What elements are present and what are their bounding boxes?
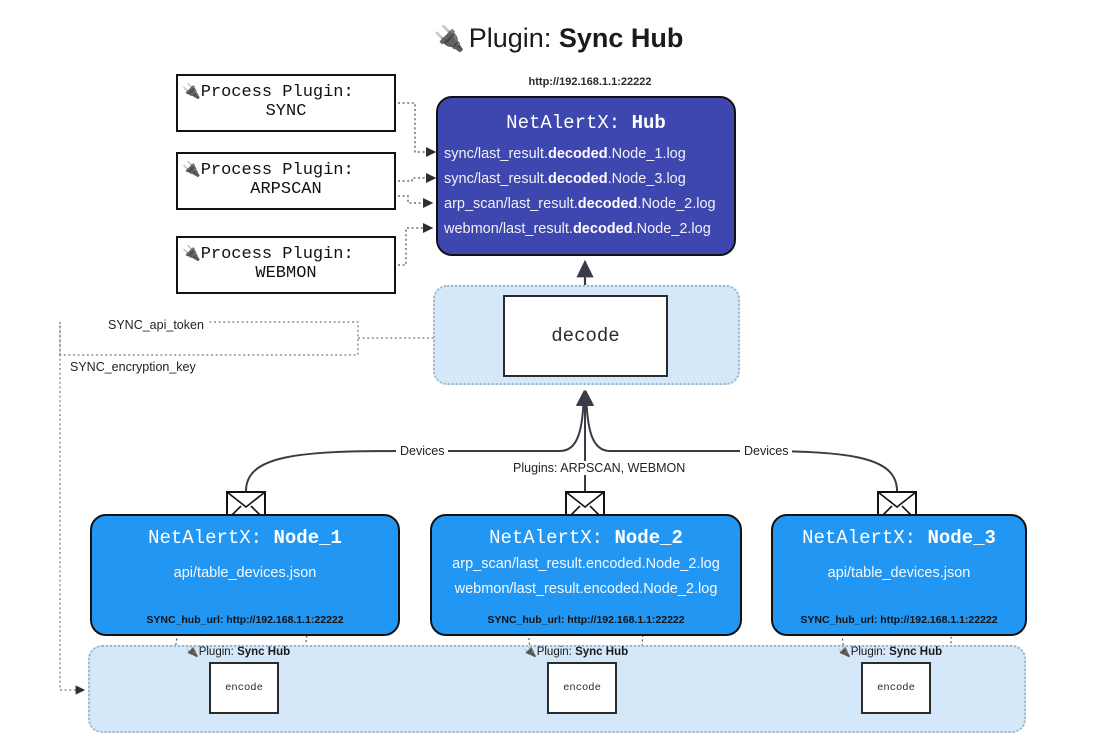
hub-log-line: sync/last_result.decoded.Node_3.log [438, 167, 734, 192]
plug-icon: 🔌 [523, 646, 537, 658]
node-path: webmon/last_result.encoded.Node_2.log [454, 581, 718, 597]
node-path: api/table_devices.json [173, 565, 317, 581]
node-box-node-2[interactable]: NetAlertX: Node_2 arp_scan/last_result.e… [430, 514, 742, 636]
encode-plugin-prefix: Plugin: [850, 646, 886, 658]
node-hub-url: SYNC_hub_url: http://192.168.1.1:22222 [146, 614, 344, 626]
node-title: NetAlertX: Node_1 [92, 527, 398, 549]
edge-label-devices-right: Devices [740, 444, 793, 458]
node-title-prefix: NetAlertX: [148, 527, 263, 549]
process-plugin-name: SYNC [265, 102, 307, 121]
hub-log-line: arp_scan/last_result.decoded.Node_2.log [438, 192, 734, 217]
node-box-node-1[interactable]: NetAlertX: Node_1 api/table_devices.json… [90, 514, 400, 636]
encode-plugin-label: 🔌Plugin: Sync Hub [523, 645, 628, 658]
secret-label-encryption-key: SYNC_encryption_key [66, 360, 200, 374]
log-suffix: .Node_2.log [637, 196, 716, 212]
encode-plugin-label: 🔌Plugin: Sync Hub [185, 645, 290, 658]
encode-plugin-label: 🔌Plugin: Sync Hub [837, 645, 942, 658]
page-title: 🔌Plugin: Sync Hub [0, 18, 1117, 59]
log-strong: decoded [577, 196, 638, 212]
log-prefix: sync/last_result. [444, 146, 548, 162]
node-title: NetAlertX: Node_3 [773, 527, 1025, 549]
log-suffix: .Node_1.log [607, 146, 686, 162]
edge-label-plugins-mid: Plugins: ARPSCAN, WEBMON [509, 461, 690, 475]
plug-icon: 🔌 [433, 25, 465, 53]
process-plugin-box-arpscan[interactable]: 🔌Process Plugin: ARPSCAN [176, 152, 396, 210]
edge-label-devices-left: Devices [396, 444, 449, 458]
encode-plugin-strong: Sync Hub [889, 646, 943, 658]
plug-icon: 🔌 [185, 646, 199, 658]
log-strong: decoded [547, 171, 608, 187]
process-plugin-name: WEBMON [255, 264, 317, 283]
node-title-strong: Node_1 [273, 527, 342, 549]
hub-log-line: webmon/last_result.decoded.Node_2.log [438, 217, 734, 242]
encode-plugin-prefix: Plugin: [198, 646, 234, 658]
process-plugin-label: Process Plugin: [200, 83, 354, 102]
log-prefix: sync/last_result. [444, 171, 548, 187]
hub-url-label: http://192.168.1.1:22222 [528, 76, 652, 88]
log-strong: decoded [547, 146, 608, 162]
process-plugin-name: ARPSCAN [250, 180, 322, 199]
encode-plugin-strong: Sync Hub [575, 646, 629, 658]
node-title-strong: Node_2 [614, 527, 683, 549]
node-box-node-3[interactable]: NetAlertX: Node_3 api/table_devices.json… [771, 514, 1027, 636]
plug-icon: 🔌 [182, 160, 201, 178]
encode-box[interactable]: encode [209, 662, 279, 714]
node-title-strong: Node_3 [927, 527, 996, 549]
log-strong: decoded [572, 221, 633, 237]
node-title-prefix: NetAlertX: [489, 527, 604, 549]
log-prefix: arp_scan/last_result. [444, 196, 578, 212]
hub-title: NetAlertX: Hub [438, 112, 734, 134]
plug-icon: 🔌 [182, 244, 201, 262]
encode-plugin-prefix: Plugin: [536, 646, 572, 658]
page-title-prefix: Plugin: [468, 23, 552, 53]
hub-title-prefix: NetAlertX: [506, 112, 621, 134]
process-plugin-box-sync[interactable]: 🔌Process Plugin: SYNC [176, 74, 396, 132]
log-suffix: .Node_3.log [607, 171, 686, 187]
hub-title-strong: Hub [631, 112, 666, 134]
node-path: api/table_devices.json [827, 565, 971, 581]
log-prefix: webmon/last_result. [444, 221, 573, 237]
process-plugin-label: Process Plugin: [200, 245, 354, 264]
plug-icon: 🔌 [182, 82, 201, 100]
page-title-strong: Sync Hub [558, 23, 684, 53]
encode-box[interactable]: encode [547, 662, 617, 714]
decode-box[interactable]: decode [503, 295, 668, 377]
hub-box[interactable]: NetAlertX: Hub sync/last_result.decoded.… [436, 96, 736, 256]
node-path: arp_scan/last_result.encoded.Node_2.log [452, 556, 720, 572]
secret-label-api-token: SYNC_api_token [104, 318, 208, 332]
node-title-prefix: NetAlertX: [802, 527, 917, 549]
hub-log-line: sync/last_result.decoded.Node_1.log [438, 142, 734, 167]
process-plugin-label: Process Plugin: [200, 161, 354, 180]
node-hub-url: SYNC_hub_url: http://192.168.1.1:22222 [800, 614, 998, 626]
log-suffix: .Node_2.log [632, 221, 711, 237]
node-title: NetAlertX: Node_2 [432, 527, 740, 549]
encode-box[interactable]: encode [861, 662, 931, 714]
process-plugin-box-webmon[interactable]: 🔌Process Plugin: WEBMON [176, 236, 396, 294]
encode-plugin-strong: Sync Hub [237, 646, 291, 658]
plug-icon: 🔌 [837, 646, 851, 658]
node-hub-url: SYNC_hub_url: http://192.168.1.1:22222 [487, 614, 685, 626]
